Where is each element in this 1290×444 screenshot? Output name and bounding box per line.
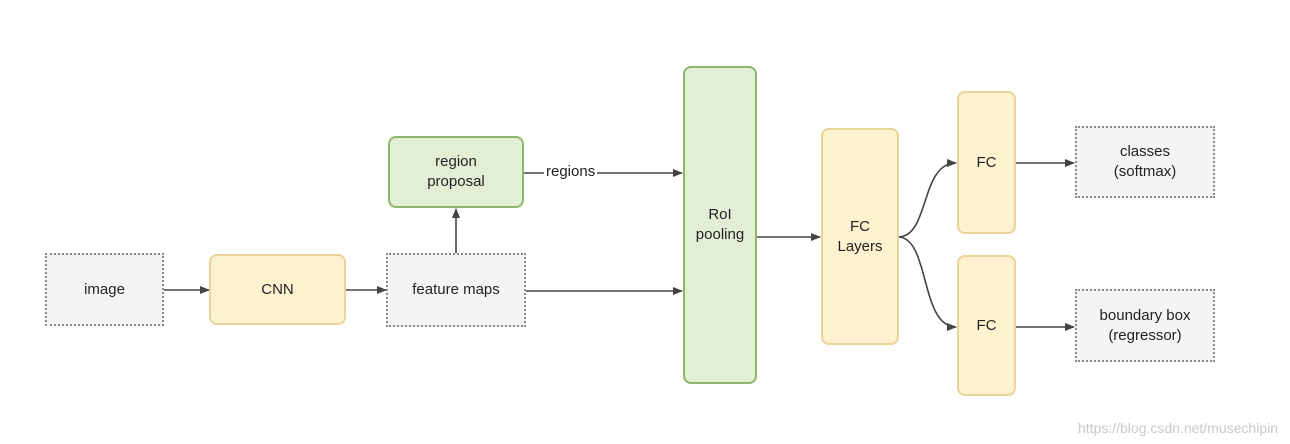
fc-top-node-label: FC: [976, 153, 997, 171]
fc-layers-node-label: FC Layers: [837, 217, 883, 255]
fc-bottom-node: FC: [957, 255, 1016, 396]
roi-pooling-node-label: RoI pooling: [695, 206, 745, 243]
cnn-node: CNN: [209, 254, 346, 325]
edge-fc-layers-to-fc-top: [897, 159, 957, 238]
edge-fc-layers-to-fc-bottom: [897, 236, 957, 331]
feature-maps-node-label: feature maps: [412, 281, 500, 298]
classes-node-label: classes (softmax): [1113, 143, 1177, 180]
fc-bottom-node-label: FC: [976, 316, 997, 334]
image-node-label: image: [84, 280, 125, 298]
fc-top-node: FC: [957, 91, 1016, 234]
classes-node: classes (softmax): [1075, 126, 1215, 198]
boundary-box-node-label: boundary box (regressor): [1099, 306, 1191, 344]
region-proposal-node: region proposal: [388, 136, 524, 208]
boundary-box-node: boundary box (regressor): [1075, 289, 1215, 362]
watermark: https://blog.csdn.net/musechipin: [1077, 420, 1278, 436]
image-node: image: [45, 253, 164, 326]
feature-maps-node: feature maps: [386, 253, 526, 327]
fc-layers-node: FC Layers: [821, 128, 899, 345]
regions-edge-label: regions: [544, 163, 598, 181]
roi-pooling-node: RoI pooling: [683, 66, 757, 384]
region-proposal-node-label: region proposal: [427, 153, 485, 190]
cnn-node-label: CNN: [261, 280, 294, 298]
